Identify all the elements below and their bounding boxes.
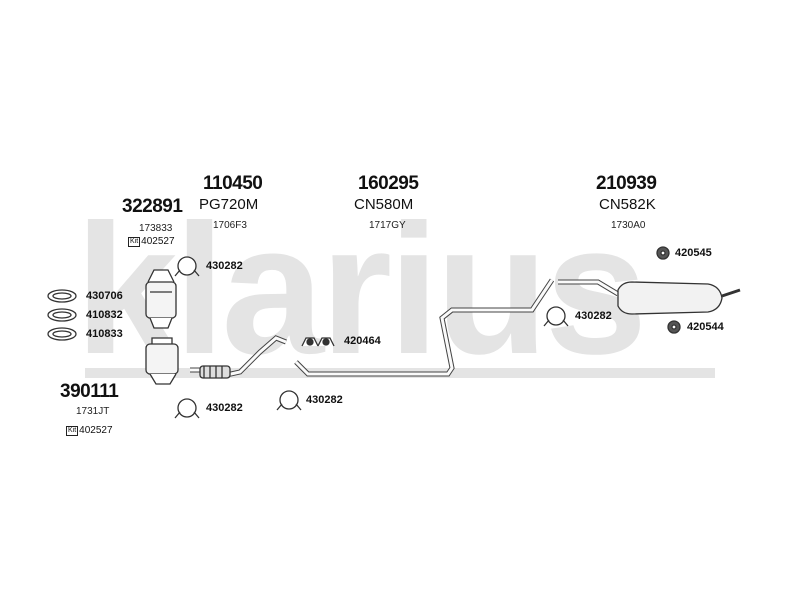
part-code-322891: 322891 <box>122 196 183 217</box>
part-ref-1706f3: 1706F3 <box>213 220 247 231</box>
part-model-pg720m: PG720M <box>199 196 259 213</box>
part-ref-1731jt: 1731JT <box>76 406 110 417</box>
kit-badge: Kit <box>128 237 141 247</box>
label-clamp-bottom-left: 430282 <box>206 402 243 414</box>
kit-badge: Kit <box>66 426 79 436</box>
kit-code: 402527 <box>141 236 175 247</box>
rubber-mount-420544-icon <box>667 320 681 334</box>
label-clamp-bottom-mid: 430282 <box>306 394 343 406</box>
part-ref-1717gy: 1717GY <box>369 220 406 231</box>
clamp-bottom-left-icon <box>174 398 200 419</box>
part-code-390111: 390111 <box>60 381 119 402</box>
label-rubber-420545: 420545 <box>675 247 712 259</box>
rubber-mount-420545-icon <box>656 246 670 260</box>
rear-silencer-210939-icon <box>558 279 741 315</box>
label-clamp-top: 430282 <box>206 260 243 272</box>
part-code-110450: 110450 <box>203 173 263 194</box>
gasket-430706-icon <box>47 289 77 303</box>
part-code-210939: 210939 <box>596 173 657 194</box>
clamp-bottom-mid-icon <box>276 390 302 411</box>
clamp-top-icon <box>174 256 200 277</box>
label-gasket-410832: 410832 <box>86 309 123 321</box>
part-model-cn582k: CN582K <box>599 196 656 213</box>
kit-code: 402527 <box>79 425 113 436</box>
clamp-right-icon <box>543 306 569 327</box>
hanger-420464-icon <box>301 337 335 347</box>
gasket-410832-icon <box>47 308 77 322</box>
label-rubber-420544: 420544 <box>687 321 724 333</box>
gasket-410833-icon <box>47 327 77 341</box>
label-gasket-430706: 430706 <box>86 290 123 302</box>
front-pipe-110450-icon <box>190 335 287 379</box>
middle-pipe-160295-icon <box>294 278 555 377</box>
label-gasket-410833: 410833 <box>86 328 123 340</box>
catalyst-322891-icon <box>145 269 177 329</box>
part-ref-1730a0: 1730A0 <box>611 220 646 231</box>
label-clamp-right: 430282 <box>575 310 612 322</box>
part-code-160295: 160295 <box>358 173 419 194</box>
catalyst-390111-icon <box>145 337 179 385</box>
part-model-cn580m: CN580M <box>354 196 414 213</box>
part-ref-173833: 173833 <box>139 223 173 234</box>
label-hanger-420464: 420464 <box>344 335 381 347</box>
